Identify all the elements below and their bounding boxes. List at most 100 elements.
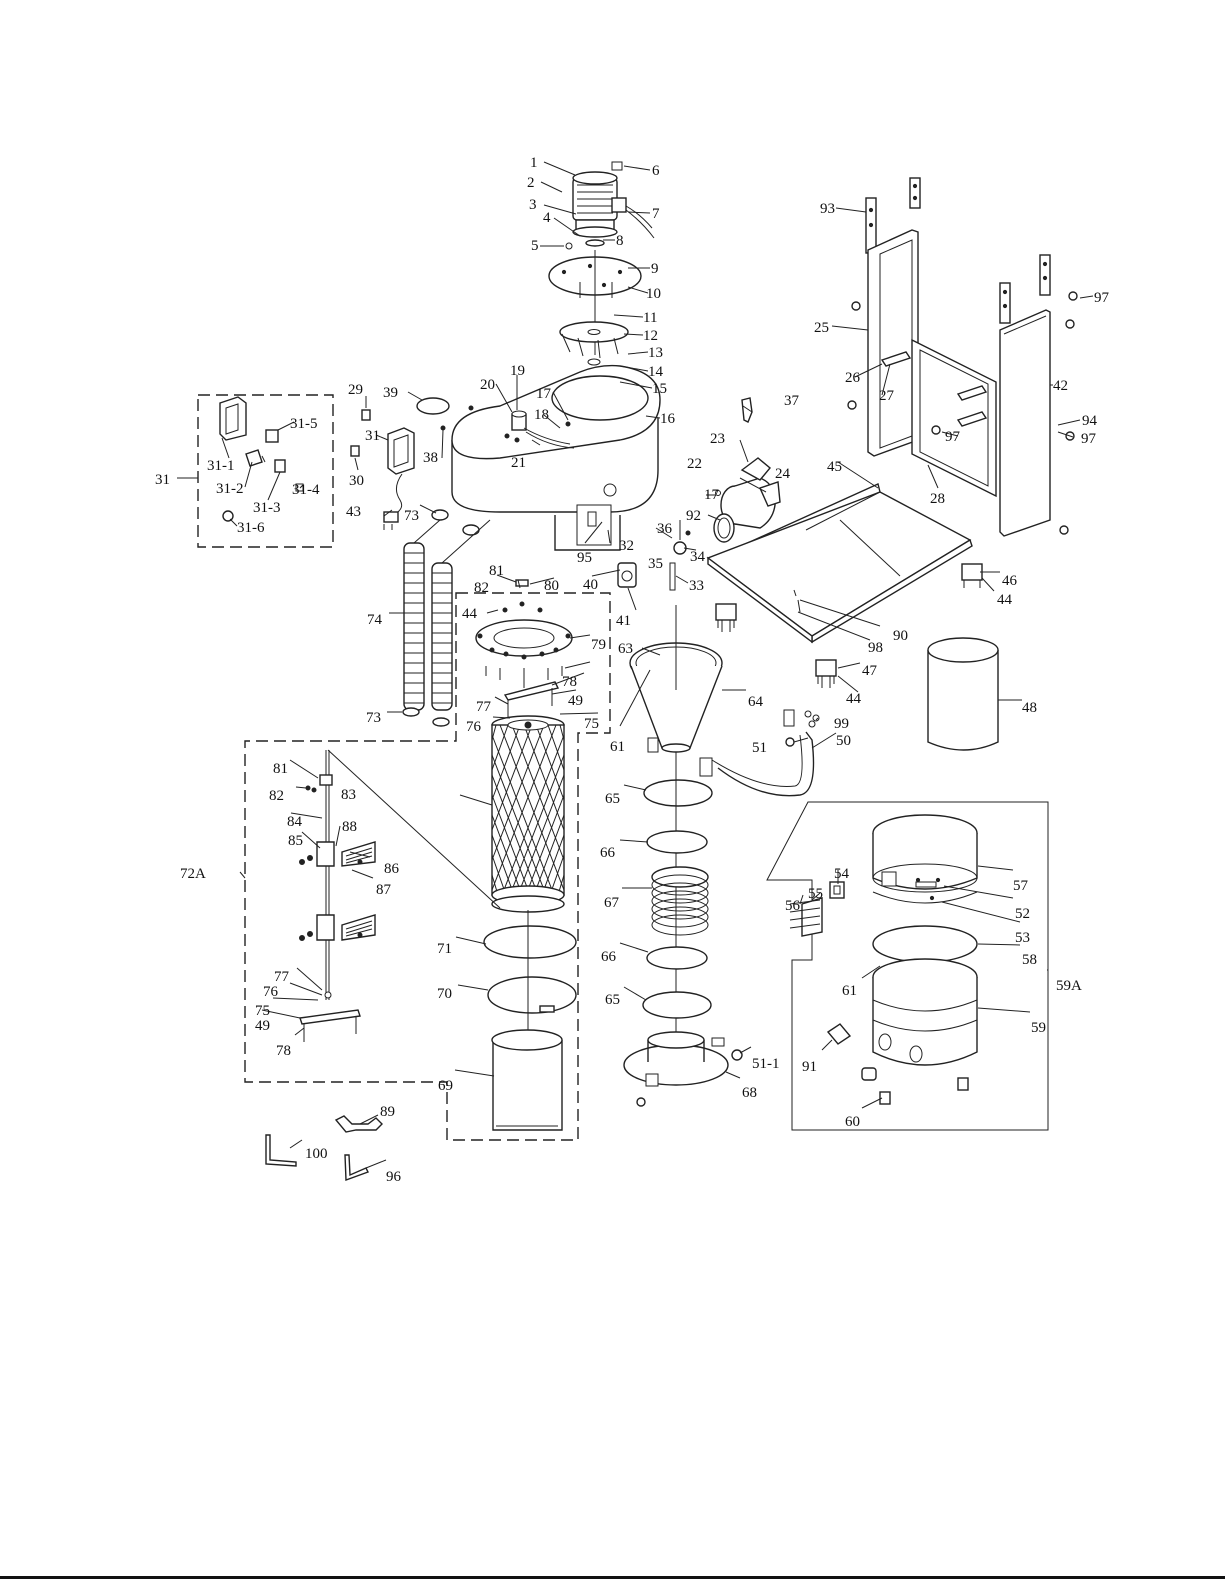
label-29: 29 xyxy=(348,382,363,398)
label-2: 2 xyxy=(527,175,535,191)
label-79: 79 xyxy=(591,637,606,653)
label-92: 92 xyxy=(686,508,701,524)
label-69: 69 xyxy=(438,1078,453,1094)
label-70: 70 xyxy=(437,986,452,1002)
label-46: 46 xyxy=(1002,573,1018,589)
label-8: 8 xyxy=(616,233,624,249)
label-94: 94 xyxy=(1082,413,1098,429)
hose-ribs xyxy=(404,552,452,704)
label-23: 23 xyxy=(710,431,725,447)
label-1: 1 xyxy=(530,155,538,171)
label-78b: 78 xyxy=(276,1043,291,1059)
tools xyxy=(265,1115,383,1181)
label-61b: 61 xyxy=(842,983,857,999)
label-31b: 31 xyxy=(365,428,380,444)
filter-mesh xyxy=(491,724,565,896)
label-93: 93 xyxy=(820,201,835,217)
label-98: 98 xyxy=(868,640,883,656)
blower-housing xyxy=(451,364,661,551)
label-38: 38 xyxy=(423,450,438,466)
label-59: 59 xyxy=(1031,1020,1046,1036)
label-31-6: 31-6 xyxy=(237,520,265,536)
filter-assembly xyxy=(244,579,611,1141)
label-17b: 17 xyxy=(704,487,720,503)
label-16: 16 xyxy=(660,411,676,427)
label-75b: 75 xyxy=(255,1003,270,1019)
label-24: 24 xyxy=(775,466,791,482)
label-75a: 75 xyxy=(584,716,599,732)
drum-assembly xyxy=(766,801,1049,1131)
label-31-4: 31-4 xyxy=(292,482,320,498)
label-77a: 77 xyxy=(476,699,492,715)
label-12: 12 xyxy=(643,328,658,344)
label-41: 41 xyxy=(616,613,631,629)
label-90: 90 xyxy=(893,628,908,644)
label-11: 11 xyxy=(643,310,657,326)
label-97c: 97 xyxy=(1081,431,1097,447)
label-86: 86 xyxy=(384,861,400,877)
label-30: 30 xyxy=(349,473,364,489)
label-74: 74 xyxy=(367,612,383,628)
label-59A: 59A xyxy=(1056,978,1082,994)
label-100: 100 xyxy=(305,1146,328,1162)
label-21: 21 xyxy=(511,455,526,471)
label-83: 83 xyxy=(341,787,356,803)
label-72A: 72A xyxy=(180,866,206,882)
label-31-5: 31-5 xyxy=(290,416,318,432)
label-65a: 65 xyxy=(605,791,620,807)
label-48: 48 xyxy=(1022,700,1037,716)
label-39: 39 xyxy=(383,385,398,401)
label-81a: 81 xyxy=(489,563,504,579)
label-25: 25 xyxy=(814,320,829,336)
label-85: 85 xyxy=(288,833,303,849)
label-18: 18 xyxy=(534,407,549,423)
label-6: 6 xyxy=(652,163,660,179)
label-95: 95 xyxy=(577,550,592,566)
label-37: 37 xyxy=(784,393,800,409)
label-44b: 44 xyxy=(997,592,1013,608)
ring-bolts xyxy=(477,601,571,660)
label-7: 7 xyxy=(652,206,660,222)
label-97a: 97 xyxy=(1094,290,1110,306)
label-84: 84 xyxy=(287,814,303,830)
spring-coil xyxy=(651,866,709,936)
label-51: 51 xyxy=(752,740,767,756)
label-32: 32 xyxy=(619,538,634,554)
page-bottom-rule xyxy=(0,1576,1225,1579)
label-82a: 82 xyxy=(474,580,489,596)
label-45: 45 xyxy=(827,459,842,475)
label-22: 22 xyxy=(687,456,702,472)
label-76a: 76 xyxy=(466,719,482,735)
label-5: 5 xyxy=(531,238,539,254)
label-78a: 78 xyxy=(562,674,577,690)
label-26: 26 xyxy=(845,370,861,386)
label-96: 96 xyxy=(386,1169,402,1185)
label-47: 47 xyxy=(862,663,878,679)
label-36: 36 xyxy=(657,521,673,537)
label-31-1: 31-1 xyxy=(207,458,235,474)
label-54: 54 xyxy=(834,866,850,882)
label-51-1: 51-1 xyxy=(752,1056,780,1072)
label-15: 15 xyxy=(652,381,667,397)
label-67: 67 xyxy=(604,895,620,911)
label-14: 14 xyxy=(648,364,664,380)
label-81b: 81 xyxy=(273,761,288,777)
label-13: 13 xyxy=(648,345,663,361)
collection-bin xyxy=(927,637,999,751)
label-43: 43 xyxy=(346,504,361,520)
label-82b: 82 xyxy=(269,788,284,804)
label-76b: 76 xyxy=(263,984,279,1000)
stand-frame xyxy=(847,177,1078,537)
label-17a: 17 xyxy=(536,386,552,402)
label-10: 10 xyxy=(646,286,661,302)
label-71: 71 xyxy=(437,941,452,957)
label-61a: 61 xyxy=(610,739,625,755)
hopper-assembly xyxy=(617,530,820,1107)
label-31-2: 31-2 xyxy=(216,481,244,497)
label-9: 9 xyxy=(651,261,659,277)
label-44c: 44 xyxy=(846,691,862,707)
label-31-3: 31-3 xyxy=(253,500,281,516)
switch-box-group xyxy=(197,394,474,548)
label-31a: 31 xyxy=(155,472,170,488)
